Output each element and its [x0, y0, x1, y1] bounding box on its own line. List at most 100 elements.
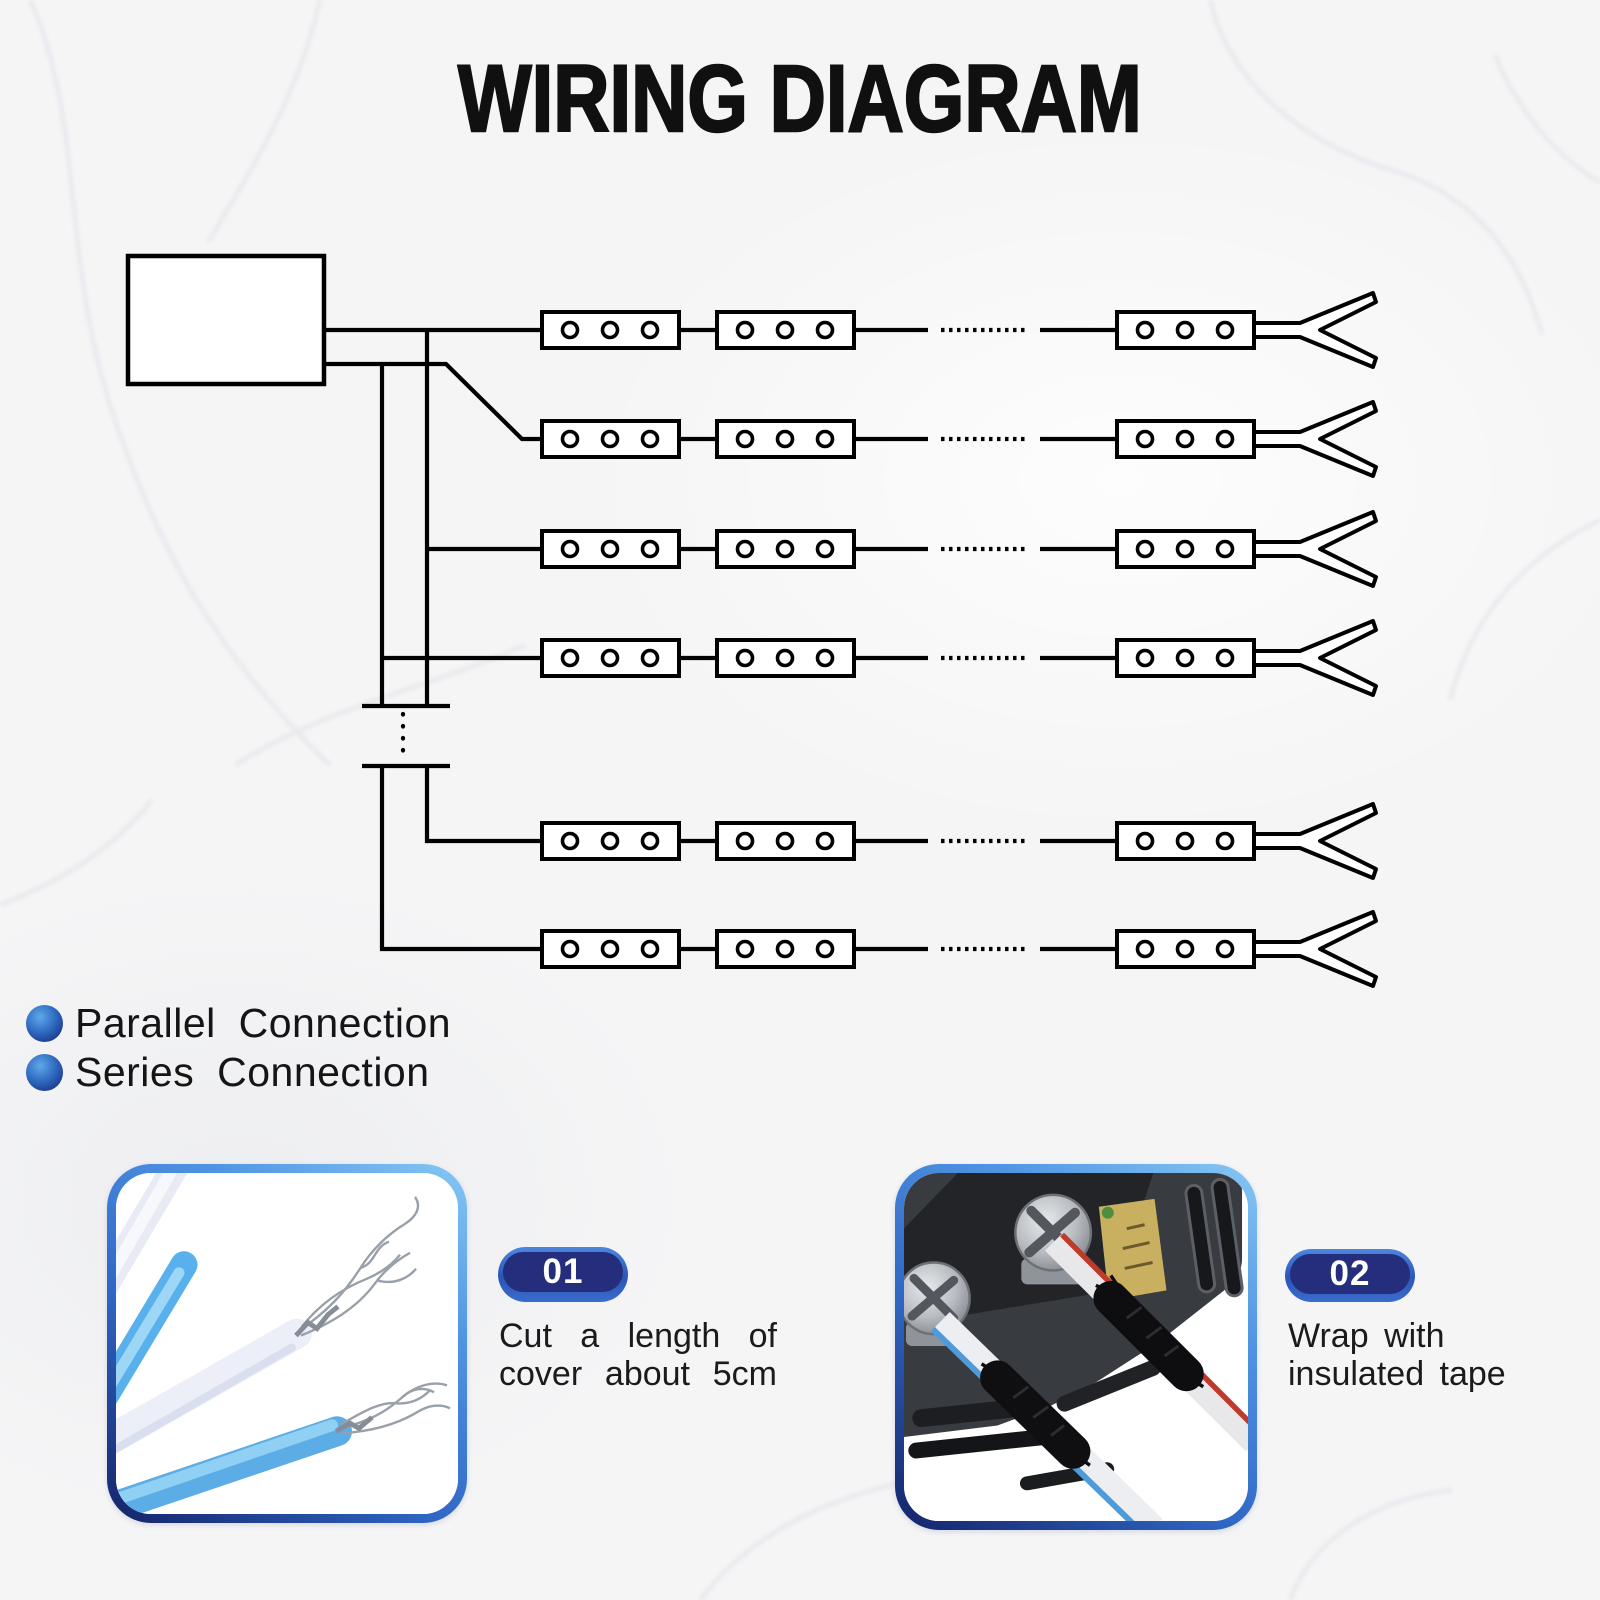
led-chip — [815, 429, 835, 449]
led-chip — [775, 429, 795, 449]
bare-wire-fork — [1252, 291, 1378, 369]
led-module — [540, 310, 681, 350]
led-chip — [735, 939, 755, 959]
step-2-text: Wrap with insulated tape — [1288, 1317, 1528, 1393]
led-chip — [1175, 320, 1195, 340]
legend-label: Parallel Connection — [75, 999, 452, 1046]
feed-wire-row5 — [424, 766, 542, 844]
led-chip — [1175, 648, 1195, 668]
led-chip — [815, 539, 835, 559]
step-1-line1: Cut a length of — [499, 1317, 777, 1355]
led-chip — [815, 939, 835, 959]
twisted-strand — [334, 1415, 374, 1434]
led-module — [1115, 821, 1256, 861]
led-chip — [560, 539, 580, 559]
led-chip — [600, 831, 620, 851]
led-chip — [1175, 831, 1195, 851]
led-chip — [1215, 939, 1235, 959]
led-chip — [1175, 429, 1195, 449]
legend-item-parallel: Parallel Connection — [26, 999, 451, 1047]
led-module — [715, 310, 856, 350]
led-module — [1115, 529, 1256, 569]
led-chip — [815, 648, 835, 668]
led-chip — [600, 939, 620, 959]
stripped-blue-wire — [116, 1416, 352, 1514]
bare-strands — [339, 1382, 451, 1435]
white-wire-highlight — [116, 1173, 176, 1279]
led-module — [1115, 929, 1256, 969]
legend-bullet-icon — [26, 1004, 63, 1042]
led-chip — [560, 939, 580, 959]
led-chip — [640, 648, 660, 668]
led-chip — [1135, 320, 1155, 340]
led-chip — [560, 831, 580, 851]
blue-wire-highlight-2 — [116, 1419, 338, 1505]
led-module — [1115, 310, 1256, 350]
step-1-line2: cover about 5cm — [499, 1355, 777, 1393]
led-chip — [1135, 429, 1155, 449]
led-chip — [735, 648, 755, 668]
led-module — [715, 529, 856, 569]
power-supply-box — [125, 253, 327, 387]
led-chip — [1135, 648, 1155, 668]
led-module — [1115, 419, 1256, 459]
legend-label: Series Connection — [75, 1048, 430, 1095]
bare-wire-fork — [1252, 802, 1378, 880]
taped-terminal-photo — [904, 1173, 1248, 1521]
led-chip — [815, 831, 835, 851]
led-chip — [640, 831, 660, 851]
led-module — [540, 929, 681, 969]
blue-wire-highlight — [116, 1267, 185, 1388]
step-1-badge: 01 — [498, 1247, 628, 1302]
led-chip — [560, 648, 580, 668]
taped-wire-red — [1045, 1232, 1248, 1452]
unit-label — [1098, 1198, 1167, 1301]
taped-wire-blue — [930, 1311, 1163, 1521]
photo-panel-insulated-tape — [895, 1164, 1257, 1530]
led-module — [715, 419, 856, 459]
led-chip — [775, 320, 795, 340]
white-wire-shade — [116, 1343, 296, 1454]
stripped-white-wire — [116, 1318, 312, 1454]
led-chip — [1215, 648, 1235, 668]
led-chip — [735, 831, 755, 851]
led-chip — [775, 831, 795, 851]
led-chip — [775, 939, 795, 959]
led-chip — [1175, 939, 1195, 959]
bare-wire-fork — [1252, 619, 1378, 697]
led-chip — [600, 429, 620, 449]
led-module — [1115, 638, 1256, 678]
led-module — [715, 929, 856, 969]
led-chip — [600, 320, 620, 340]
legend-bullet-icon — [26, 1053, 63, 1091]
step-2-number: 02 — [1290, 1254, 1410, 1294]
led-chip — [560, 320, 580, 340]
photo-panel-stripped-wires — [107, 1164, 467, 1523]
led-chip — [1135, 939, 1155, 959]
led-module — [715, 821, 856, 861]
led-chip — [775, 648, 795, 668]
led-chip — [775, 539, 795, 559]
bare-wire-fork — [1252, 510, 1378, 588]
bare-wire-fork — [1252, 400, 1378, 478]
step-1-number: 01 — [503, 1252, 623, 1292]
page-title: WIRING DIAGRAM — [457, 46, 1143, 152]
led-module — [540, 419, 681, 459]
twisted-strand — [294, 1304, 340, 1338]
led-chip — [1215, 320, 1235, 340]
step-2-badge: 02 — [1285, 1249, 1415, 1302]
led-chip — [600, 648, 620, 668]
vent-slots — [1184, 1177, 1244, 1298]
step-2-line2: insulated tape — [1288, 1355, 1506, 1393]
step-1-text: Cut a length of cover about 5cm — [499, 1317, 777, 1393]
led-chip — [1175, 539, 1195, 559]
bare-strands — [298, 1196, 420, 1337]
feed-wire-row6 — [379, 766, 542, 952]
led-module — [715, 638, 856, 678]
led-chip — [560, 429, 580, 449]
led-chip — [1215, 429, 1235, 449]
led-chip — [1215, 831, 1235, 851]
feed-wire-row2 — [324, 361, 542, 442]
led-chip — [640, 939, 660, 959]
led-chip — [815, 320, 835, 340]
